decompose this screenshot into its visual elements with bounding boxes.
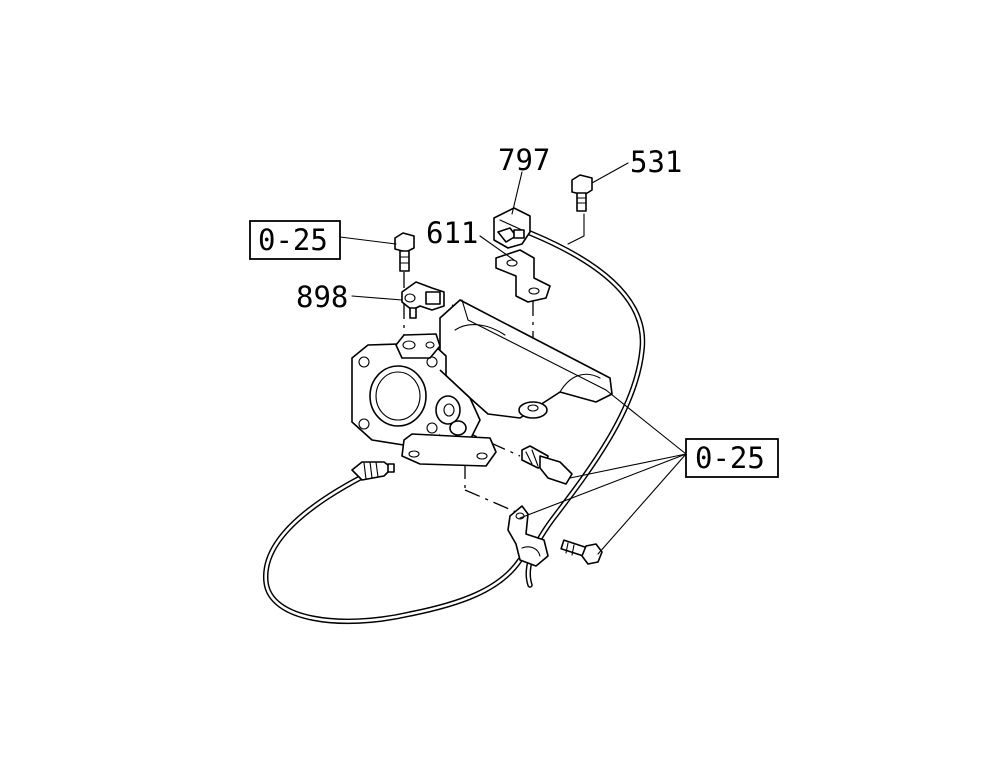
callout-611: 611 xyxy=(426,216,478,250)
bracket-611 xyxy=(495,249,551,303)
temp-sensor xyxy=(521,445,573,485)
callout-898: 898 xyxy=(296,280,348,314)
callout-797: 797 xyxy=(498,143,550,177)
sensor-cable-left xyxy=(263,475,523,625)
left-sensor xyxy=(351,461,395,481)
lower-clamp xyxy=(507,505,549,567)
sensor-898 xyxy=(401,281,445,319)
callout-531: 531 xyxy=(630,145,682,179)
leader-lines xyxy=(339,162,687,555)
intake-housing xyxy=(351,299,613,467)
reference-label-right: 0-25 xyxy=(695,441,765,475)
callout-labels: 797 531 611 898 xyxy=(296,143,682,314)
bolt-lower xyxy=(560,539,603,565)
bolt-top xyxy=(394,232,415,272)
reference-box-top: 0-25 xyxy=(249,220,341,260)
connector-797 xyxy=(493,207,531,249)
bolt-531 xyxy=(571,174,593,212)
reference-label-top: 0-25 xyxy=(258,223,328,257)
reference-box-right: 0-25 xyxy=(685,438,779,478)
